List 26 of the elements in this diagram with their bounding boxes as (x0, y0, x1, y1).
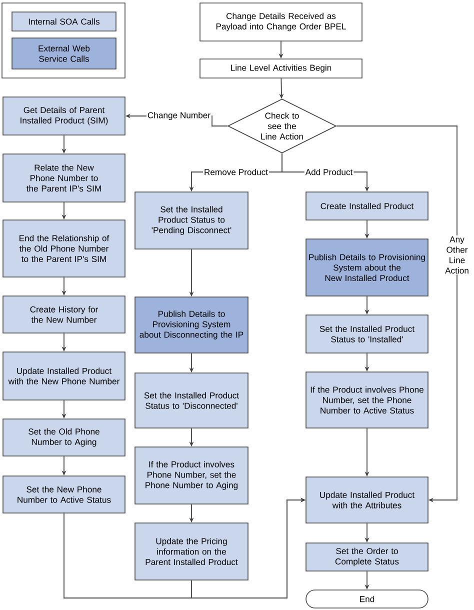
process-box: Publish Details to Provisioning System about the New Installed Product (306, 238, 428, 296)
process-box: Line Level Activities Begin (200, 58, 362, 78)
edge-label: Any Other Line Action (439, 235, 474, 275)
arrow (336, 126, 458, 502)
terminator: End (306, 590, 428, 608)
process-box: Change Details Received as Payload into Change Order BPEL (200, 2, 362, 42)
process-box: Set the Old Phone Number to Aging (2, 418, 126, 456)
process-box: Get Details of Parent Installed Product (SIM) (2, 96, 126, 136)
process-box: Update Installed Product with the Attributes (306, 476, 428, 524)
edge-label: Add Product (304, 168, 354, 176)
process-box: Update Installed Product with the New Phone Number (2, 352, 126, 400)
process-box: Set the Installed Product Status to 'Pending Disconnect' (134, 192, 248, 250)
process-box: Create Installed Product (306, 192, 428, 220)
edge-label: Change Number (146, 111, 212, 121)
process-box: End the Relationship of the Old Phone Number to the Parent IP's SIM (2, 220, 126, 278)
process-box: Set the Installed Product Status to 'Installed' (306, 314, 428, 354)
process-box: Set the Installed Product Status to 'Disconnected' (134, 372, 248, 428)
process-box: Publish Details to Provisioning System about Disconnecting the IP (134, 296, 248, 354)
process-box: Relate the New Phone Number to the Parent IP's SIM (2, 154, 126, 202)
process-box: Create History for the New Number (2, 296, 126, 334)
process-box: Set the Order to Complete Status (306, 542, 428, 572)
process-box: If the Product involves Phone Number, set the Phone Number to Active Status (306, 372, 428, 428)
process-box: Set the New Phone Number to Active Status (2, 476, 126, 514)
process-box: Update the Pricing information on the Parent Installed Product (134, 522, 248, 580)
edge-label: Remove Product (202, 168, 270, 176)
process-box: If the Product involves Phone Number, set the Phone Number to Aging (134, 446, 248, 504)
